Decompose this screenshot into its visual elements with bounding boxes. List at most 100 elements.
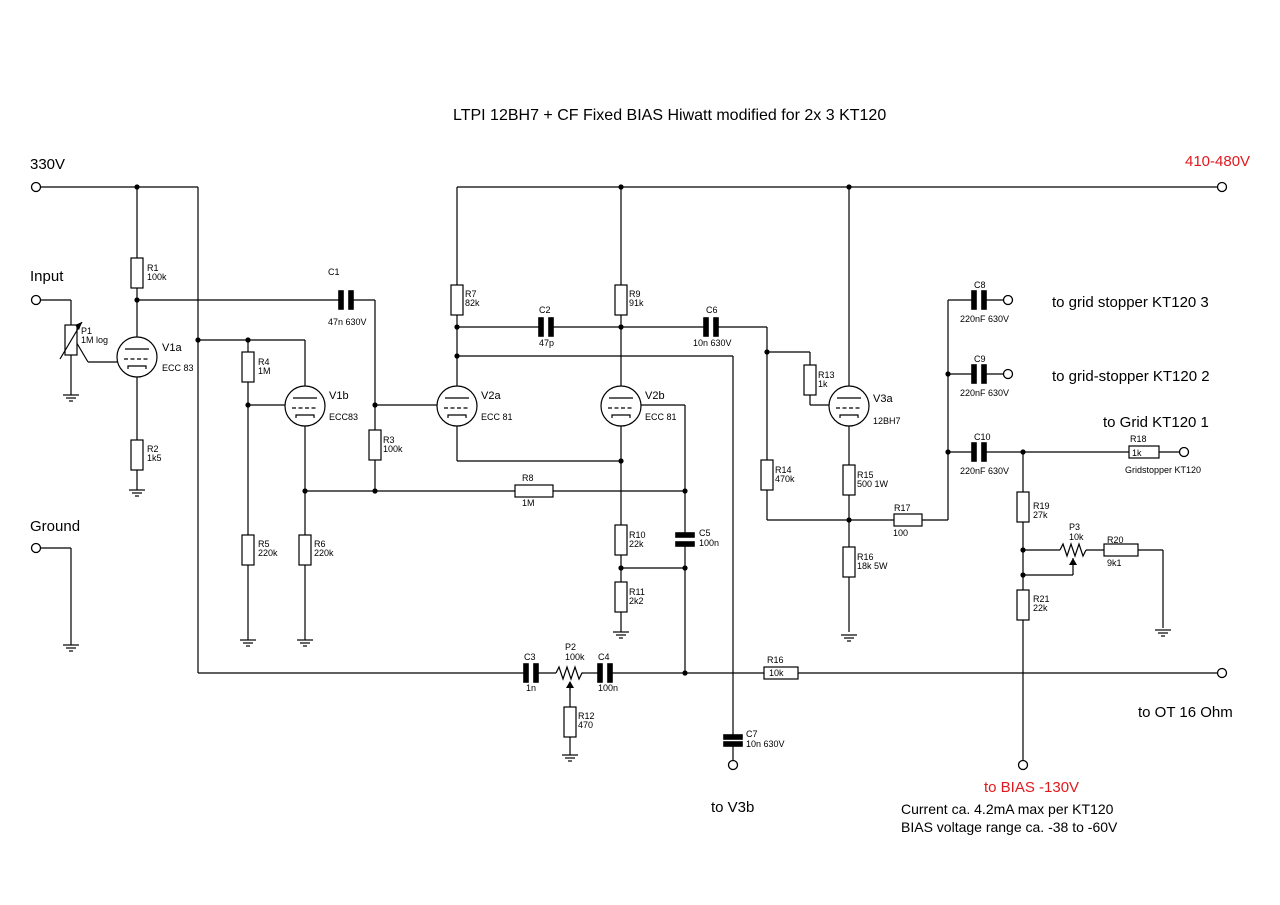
- terminal-input: [30, 294, 42, 306]
- label-r21-value: 22k: [1033, 603, 1048, 613]
- tube-label-v1b: V1b: [329, 390, 349, 402]
- label-to-bias: to BIAS -130V: [984, 779, 1079, 796]
- tube-label-v2b: V2b: [645, 390, 665, 402]
- label-r9-name: R9: [629, 289, 641, 299]
- label-r13-name: R13: [818, 370, 835, 380]
- resistor-r16a: [842, 546, 856, 578]
- terminals: [30, 181, 1228, 771]
- label-p2-value: 100k: [565, 652, 585, 662]
- label-r16a-name: R16: [857, 552, 874, 562]
- label-r11-value: 2k2: [629, 596, 644, 606]
- cap-c7: [723, 734, 743, 747]
- label-r14-value: 470k: [775, 474, 795, 484]
- cap-c1: [338, 290, 354, 310]
- resistor-r11: [614, 581, 628, 613]
- label-r3-value: 100k: [383, 444, 403, 454]
- terminal-330v: [30, 181, 42, 193]
- terminal-v3b: [727, 759, 739, 771]
- label-c2-name: C2: [539, 305, 551, 315]
- label-r21-name: R21: [1033, 594, 1050, 604]
- label-to-ks1: to Grid KT120 1: [1103, 414, 1209, 431]
- resistor-r13: [803, 364, 817, 396]
- label-r1-value: 100k: [147, 272, 167, 282]
- label-r20-value: 9k1: [1107, 558, 1122, 568]
- label-r15-name: R15: [857, 470, 874, 480]
- label-c5-name: C5: [699, 528, 711, 538]
- label-r14-name: R14: [775, 465, 792, 475]
- label-r19-value: 27k: [1033, 510, 1048, 520]
- resistor-r9: [614, 284, 628, 316]
- label-r10-value: 22k: [629, 539, 644, 549]
- label-r7-name: R7: [465, 289, 477, 299]
- label-c2-value: 47p: [539, 338, 554, 348]
- label-r12-name: R12: [578, 711, 595, 721]
- label-r16a-value: 18k 5W: [857, 561, 888, 571]
- label-c4-value: 100n: [598, 683, 618, 693]
- label-r18-value: 1k: [1132, 448, 1142, 458]
- label-r3-name: R3: [383, 435, 395, 445]
- label-r8-name: R8: [522, 473, 534, 483]
- tube-v2b: [600, 385, 642, 427]
- label-r18-note: Gridstopper KT120: [1125, 465, 1201, 475]
- label-to-ks2: to grid-stopper KT120 2: [1052, 368, 1210, 385]
- label-r4-value: 1M: [258, 366, 271, 376]
- cap-c2: [538, 317, 554, 337]
- terminal-ks1: [1178, 446, 1190, 458]
- resistors: [59, 257, 1160, 738]
- label-p3-value: 10k: [1069, 532, 1084, 542]
- tube-type-v1b: ECC83: [329, 412, 358, 422]
- label-r13-value: 1k: [818, 379, 828, 389]
- label-r19-name: R19: [1033, 501, 1050, 511]
- terminal-ground: [30, 542, 42, 554]
- label-p3-name: P3: [1069, 522, 1080, 532]
- junctions: [134, 184, 1026, 676]
- label-ground: Ground: [30, 518, 80, 535]
- tube-type-v2a: ECC 81: [481, 412, 513, 422]
- note-bias-range: BIAS voltage range ca. -38 to -60V: [901, 819, 1118, 835]
- label-r2-value: 1k5: [147, 453, 162, 463]
- cap-c3: [523, 663, 539, 683]
- label-r12-value: 470: [578, 720, 593, 730]
- component-labels: P1 1M log R1 100k R2 1k5 C1 47n 630V R4 …: [81, 263, 1201, 749]
- resistor-r2: [130, 439, 144, 471]
- cap-c8: [971, 290, 987, 310]
- terminal-ot: [1216, 667, 1228, 679]
- resistor-r21: [1016, 589, 1030, 621]
- label-r16b-name: R16: [767, 655, 784, 665]
- resistor-r5: [241, 534, 255, 566]
- label-r10-name: R10: [629, 530, 646, 540]
- label-r9-value: 91k: [629, 298, 644, 308]
- tube-v1a: [116, 336, 158, 378]
- resistor-r14: [760, 459, 774, 491]
- tube-v3a: [828, 385, 870, 427]
- tube-type-v1a: ECC 83: [162, 363, 194, 373]
- label-c8-name: C8: [974, 280, 986, 290]
- label-c9-value: 220nF 630V: [960, 388, 1009, 398]
- resistor-r16b: [763, 666, 799, 680]
- resistor-r1: [130, 257, 144, 289]
- terminal-hv: [1216, 181, 1228, 193]
- label-r20-name: R20: [1107, 535, 1124, 545]
- pot-p2: [555, 665, 584, 690]
- resistor-r7: [450, 284, 464, 316]
- label-c8-value: 220nF 630V: [960, 314, 1009, 324]
- tube-v1b: [284, 385, 326, 427]
- resistor-r4: [241, 351, 255, 383]
- tube-label-v3a: V3a: [873, 393, 893, 405]
- label-to-v3b: to V3b: [711, 799, 754, 816]
- label-r6-name: R6: [314, 539, 326, 549]
- label-c7-name: C7: [746, 729, 758, 739]
- label-c7-value: 10n 630V: [746, 739, 785, 749]
- resistor-r20: [1103, 543, 1139, 557]
- label-r4-name: R4: [258, 357, 270, 367]
- label-c1-value: 47n 630V: [328, 317, 367, 327]
- tube-type-v2b: ECC 81: [645, 412, 677, 422]
- resistor-r19: [1016, 491, 1030, 523]
- label-r18-name: R18: [1130, 434, 1147, 444]
- label-c6-name: C6: [706, 305, 718, 315]
- resistor-r6: [298, 534, 312, 566]
- label-c3-value: 1n: [526, 683, 536, 693]
- cap-c5: [675, 532, 695, 547]
- cap-c4: [597, 663, 613, 683]
